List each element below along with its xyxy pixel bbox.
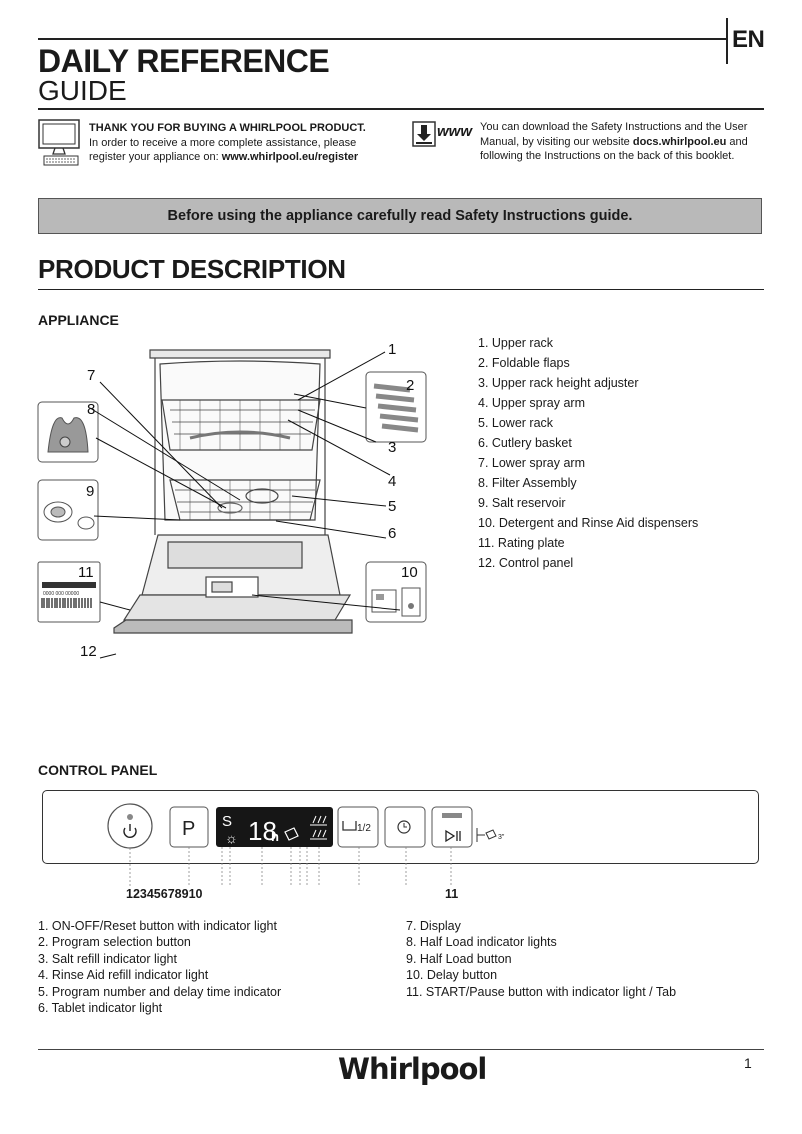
tab-label: 3" xyxy=(498,834,505,841)
parts-list-item: 3. Upper rack height adjuster xyxy=(478,376,639,390)
rinse-aid-indicator-icon: ☼ xyxy=(225,830,238,846)
half-load-indicator-icon xyxy=(310,815,327,840)
legend-item: 7. Display xyxy=(406,919,461,933)
legend-item: 8. Half Load indicator lights xyxy=(406,935,557,950)
header-bottom-rule xyxy=(38,108,764,110)
callout-5: 5 xyxy=(388,498,396,515)
legend-item: 11. START/Pause button with indicator li… xyxy=(406,984,677,999)
parts-list: 1. Upper rack 2. Foldable flaps 3. Upper… xyxy=(478,333,698,573)
page-number: 1 xyxy=(744,1055,752,1071)
clock-icon xyxy=(397,820,411,834)
hours-indicator: h xyxy=(271,829,279,844)
language-code: EN xyxy=(732,26,765,53)
section-rule xyxy=(38,289,764,290)
half-load-button[interactable]: 1/2 xyxy=(337,806,379,848)
legend-item: 9. Half Load button xyxy=(406,951,512,966)
power-button[interactable] xyxy=(107,803,153,849)
download-text-end: and following the Instructions on the ba… xyxy=(480,135,748,163)
product-description-heading: PRODUCT DESCRIPTION xyxy=(38,254,346,284)
legend-item: 4. Rinse Aid refill indicator light xyxy=(38,968,209,983)
callout-11: 11 xyxy=(78,564,94,581)
legend-item: 1. ON-OFF/Reset button with indicator li… xyxy=(38,919,277,933)
legend-item: 2. Program selection button xyxy=(38,935,191,950)
parts-list-item: 10. Detergent and Rinse Aid dispensers xyxy=(478,516,699,530)
rating-plate-code: 0000 000 00000 xyxy=(43,591,79,597)
footer-rule xyxy=(38,1049,764,1050)
safety-banner: Before using the appliance carefully rea… xyxy=(38,198,762,234)
parts-list-item: 7. Lower spray arm xyxy=(478,456,585,470)
legend-item: 5. Program number and delay time indicat… xyxy=(38,984,282,999)
whirlpool-logo: Whirlpool xyxy=(338,1052,487,1086)
download-icon xyxy=(412,121,436,147)
thanks-block: THANK YOU FOR BUYING A WHIRLPOOL PRODUCT… xyxy=(89,121,394,165)
callout-8: 8 xyxy=(87,401,95,418)
appliance-diagram: 0000 000 00000 1 2 3 4 5 6 7 8 9 10 11 1… xyxy=(37,341,427,660)
callout-1: 1 xyxy=(388,341,396,358)
callout-2: 2 xyxy=(406,377,414,394)
header-vertical-rule xyxy=(726,18,728,64)
delay-button[interactable] xyxy=(384,806,426,848)
docs-link[interactable]: docs.whirlpool.eu xyxy=(632,135,727,148)
parts-list-item: 12. Control panel xyxy=(478,556,574,570)
control-panel-frame xyxy=(42,790,759,864)
callout-3: 3 xyxy=(388,439,396,456)
thanks-text: In order to receive a more complete assi… xyxy=(89,136,357,164)
program-number-display: 18 xyxy=(248,816,277,846)
program-button[interactable]: P xyxy=(169,806,209,848)
tab-icon xyxy=(485,829,497,840)
thanks-heading: THANK YOU FOR BUYING A WHIRLPOOL PRODUCT… xyxy=(89,122,366,134)
legend-item: 3. Salt refill indicator light xyxy=(38,951,177,966)
salt-indicator: S xyxy=(222,813,232,830)
callout-7: 7 xyxy=(87,367,95,384)
www-label: www xyxy=(437,123,473,140)
parts-list-item: 4. Upper spray arm xyxy=(478,396,585,410)
page-title-line1: DAILY REFERENCE xyxy=(38,43,330,79)
callout-4: 4 xyxy=(388,473,396,490)
control-panel-diagram: P S 18 h ☼ 1/2 3" xyxy=(107,803,505,886)
parts-list-item: 8. Filter Assembly xyxy=(478,476,577,490)
parts-list-item: 5. Lower rack xyxy=(478,416,554,430)
page-title-line2: GUIDE xyxy=(38,75,127,106)
parts-list-item: 2. Foldable flaps xyxy=(478,356,570,370)
appliance-heading: APPLIANCE xyxy=(38,312,119,328)
callout-10: 10 xyxy=(401,564,418,581)
parts-list-item: 11. Rating plate xyxy=(478,536,565,550)
control-panel-numbers-right: 11 xyxy=(445,887,459,901)
display: S 18 h ☼ xyxy=(216,807,333,847)
header-top-rule xyxy=(38,38,726,40)
legend-item: 10. Delay button xyxy=(406,968,498,983)
download-block: You can download the Safety Instructions… xyxy=(480,120,770,164)
control-panel-legend-left: 1. ON-OFF/Reset button with indicator li… xyxy=(38,918,281,1016)
play-pause-icon xyxy=(445,829,456,843)
computer-monitor-icon xyxy=(38,119,80,166)
parts-list-item: 6. Cutlery basket xyxy=(478,436,572,450)
callout-6: 6 xyxy=(388,525,396,542)
control-panel-numbers-left: 12345678910 xyxy=(126,887,203,901)
tablet-indicator-icon xyxy=(284,827,299,841)
callout-12: 12 xyxy=(80,643,97,660)
control-panel-legend-right: 7. Display 8. Half Load indicator lights… xyxy=(406,918,676,1000)
parts-list-item: 9. Salt reservoir xyxy=(478,496,566,510)
control-panel-heading: CONTROL PANEL xyxy=(38,762,158,778)
parts-list-item: 1. Upper rack xyxy=(478,336,554,350)
download-text: You can download the Safety Instructions… xyxy=(480,121,748,148)
callout-9: 9 xyxy=(86,483,94,500)
register-link[interactable]: www.whirlpool.eu/register xyxy=(221,151,359,163)
half-load-label: 1/2 xyxy=(357,823,371,834)
legend-item: 6. Tablet indicator light xyxy=(38,1001,163,1016)
program-button-label: P xyxy=(182,818,195,840)
start-pause-button[interactable] xyxy=(431,806,473,848)
